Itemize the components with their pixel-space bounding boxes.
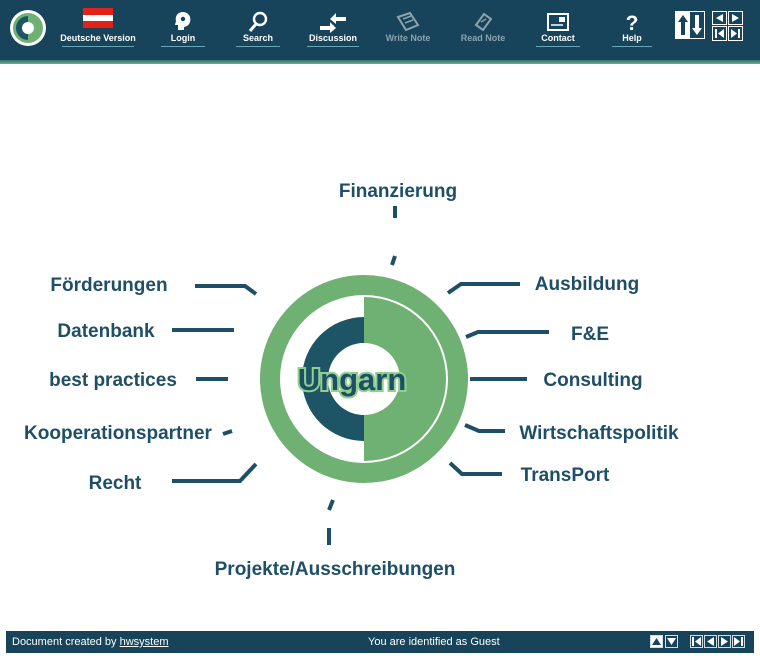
contact-label: Contact: [541, 33, 575, 43]
help-button[interactable]: ? Help: [608, 6, 656, 52]
help-label: Help: [622, 33, 642, 43]
login-label: Login: [170, 33, 196, 43]
node-best-practices[interactable]: best practices: [49, 370, 177, 391]
login-icon: [175, 12, 191, 30]
footer-last-page-button[interactable]: [732, 635, 745, 648]
connector-fe: [465, 330, 549, 339]
node-fe[interactable]: F&E: [571, 324, 609, 345]
toolbar-divider: [0, 60, 760, 64]
credit-prefix: Document created by: [12, 636, 120, 648]
node-recht[interactable]: Recht: [89, 473, 142, 494]
app-logo-icon[interactable]: [9, 9, 47, 47]
node-kooperationspartner[interactable]: Kooperationspartner: [24, 423, 213, 444]
svg-text:?: ?: [626, 12, 639, 33]
first-page-icon: [692, 637, 701, 646]
german-version-button[interactable]: Deutsche Version: [55, 6, 141, 52]
triangle-down-icon: [667, 638, 676, 645]
connector-transport: [448, 461, 502, 476]
discussion-label: Discussion: [308, 33, 357, 43]
footer-scroll-down-button[interactable]: [665, 635, 678, 648]
footer-first-page-button[interactable]: [690, 635, 703, 648]
write-note-icon: [396, 11, 420, 32]
scroll-top-bottom-icon[interactable]: [675, 11, 705, 39]
footer-next-page-button[interactable]: [718, 635, 731, 648]
node-transport[interactable]: TransPort: [521, 465, 610, 486]
help-icon: ?: [626, 12, 639, 33]
login-button[interactable]: Login: [157, 6, 209, 52]
guest-status: You are identified as Guest: [368, 636, 500, 648]
write-note-label: Write Note: [385, 33, 431, 43]
write-note-button[interactable]: Write Note: [378, 6, 438, 52]
top-toolbar: Deutsche Version Login Search Discussion: [0, 0, 760, 60]
read-note-label: Read Note: [460, 33, 506, 43]
center-label: Ungarn: [298, 362, 407, 397]
read-note-icon: [474, 12, 493, 32]
connector-finanzierung-inner: [390, 255, 397, 266]
german-version-label: Deutsche Version: [60, 33, 136, 43]
node-consulting[interactable]: Consulting: [543, 370, 642, 391]
read-note-button[interactable]: Read Note: [452, 6, 514, 52]
discussion-arrows-icon: [320, 13, 346, 33]
topic-hub-diagram: Ungarn Finanzierung Förderungen Ausbildu…: [24, 181, 679, 580]
next-page-icon: [721, 637, 728, 646]
connector-wirtschaftspolitik: [464, 423, 505, 433]
status-footer: Document created by hwsystem You are ide…: [6, 631, 754, 653]
node-projekte-ausschreibungen[interactable]: Projekte/Ausschreibungen: [215, 559, 456, 580]
connector-ausbildung: [446, 282, 520, 295]
connector-kooperationspartner: [222, 429, 233, 436]
prev-page-icon: [707, 637, 714, 646]
connector-recht: [172, 462, 258, 483]
document-credit: Document created by hwsystem: [12, 636, 169, 648]
center-emblem[interactable]: Ungarn: [260, 275, 468, 483]
footer-scroll-up-button[interactable]: [650, 635, 663, 648]
node-ausbildung[interactable]: Ausbildung: [535, 274, 639, 295]
austria-flag-icon: [83, 8, 113, 28]
last-page-icon: [734, 637, 743, 646]
footer-prev-page-button[interactable]: [704, 635, 717, 648]
contact-icon: [547, 13, 569, 31]
node-datenbank[interactable]: Datenbank: [57, 321, 155, 342]
author-link[interactable]: hwsystem: [119, 636, 169, 648]
node-foerderungen[interactable]: Förderungen: [50, 275, 167, 296]
discussion-button[interactable]: Discussion: [302, 6, 364, 52]
connector-projekte-inner: [327, 499, 335, 511]
triangle-up-icon: [652, 638, 661, 645]
search-button[interactable]: Search: [232, 6, 284, 52]
connector-lines: [172, 206, 549, 545]
search-label: Search: [242, 33, 274, 43]
search-icon: [248, 11, 268, 32]
connector-foerderungen: [195, 284, 258, 296]
page-navigation-icon[interactable]: [712, 11, 743, 41]
contact-button[interactable]: Contact: [532, 6, 584, 52]
node-wirtschaftspolitik[interactable]: Wirtschaftspolitik: [519, 423, 679, 444]
node-finanzierung[interactable]: Finanzierung: [339, 181, 457, 202]
